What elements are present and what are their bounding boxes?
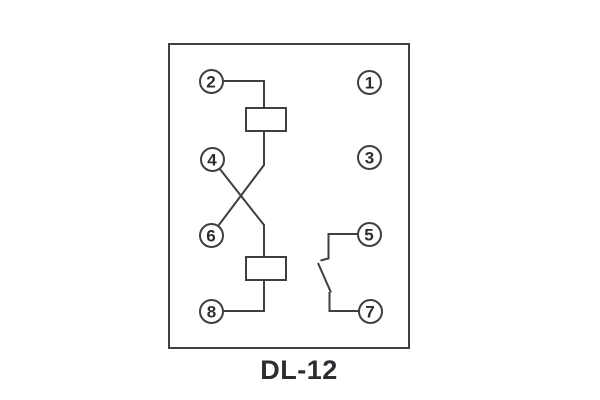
wire-coil-upper-to-terminal6	[210, 131, 265, 237]
model-label: DL-12	[260, 355, 338, 385]
coil-lower-symbol	[245, 256, 287, 281]
relay-case-outline	[168, 43, 410, 349]
coil-upper-symbol	[245, 107, 287, 132]
terminal-2: 2	[198, 68, 224, 94]
terminal-6: 6	[198, 223, 224, 248]
wire-terminal2-to-coil-upper	[211, 80, 265, 108]
terminal-4-label: 4	[207, 150, 217, 169]
terminal-8: 8	[199, 298, 224, 324]
terminal-3-label: 3	[364, 148, 375, 168]
wiring-lines	[168, 43, 410, 349]
terminal-8-label: 8	[206, 302, 217, 321]
terminal-1: 1	[357, 69, 382, 95]
terminal-5-label: 5	[364, 225, 374, 245]
terminal-5: 5	[356, 222, 382, 247]
no-contact-symbol	[317, 233, 370, 312]
terminal-1-label: 1	[364, 73, 375, 92]
terminal-6-label: 6	[206, 226, 216, 246]
terminal-3: 3	[357, 145, 382, 170]
terminal-7: 7	[357, 299, 383, 324]
wire-coil-lower-to-terminal8	[211, 280, 265, 312]
terminal-2-label: 2	[206, 72, 216, 91]
wire-terminal4-to-coil-lower	[211, 158, 265, 257]
terminal-7-label: 7	[365, 302, 375, 322]
terminal-4: 4	[199, 146, 225, 172]
